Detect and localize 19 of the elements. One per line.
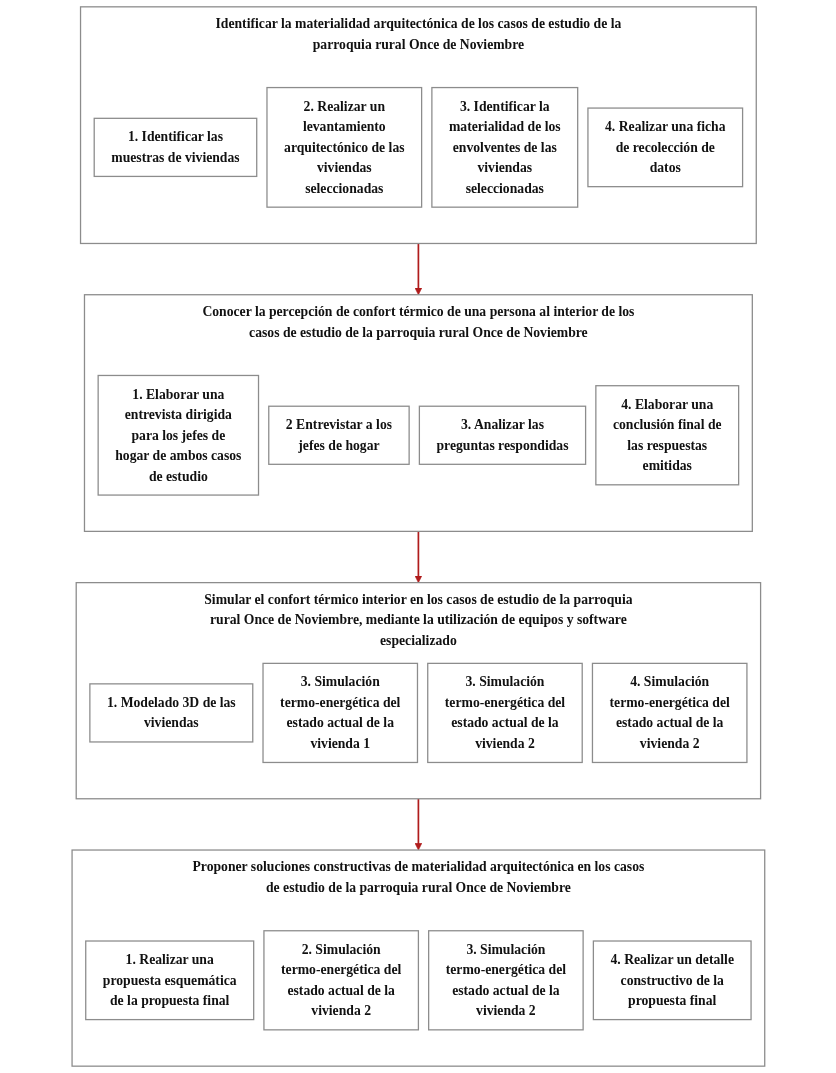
node-box: 3. Analizar las preguntas respondidas [418,405,586,465]
node-box: 1. Modelado 3D de las viviendas [88,683,253,743]
arrow [414,242,422,296]
node-box: 4. Elaborar una conclusión final de las respuestas emitidas [594,385,739,486]
node-box: 3. Simulación termo-energética del estado actual de la vivienda 2 [427,930,584,1031]
arrow [414,530,422,583]
node-box: 4. Simulación termo-energética del estado actual de la vivienda 2 [591,662,748,764]
node-box: 4. Realizar una ficha de recolección de datos [586,107,743,188]
node-box: 1. Elaborar una entrevista dirigida para los jefes de hogar de ambos casos de estudio [97,374,259,496]
node-box: 2. Simulación termo-energética del estado actual de la vivienda 2 [262,930,419,1031]
node-box: 1. Realizar una propuesta esquemática de la propuesta final [84,940,254,1021]
node-box: 2. Realizar un levantamiento arquitectónico de las viviendas seleccionadas [265,86,422,208]
node-box: 4. Realizar un detalle constructivo de la propuesta final [592,940,752,1021]
arrow [414,797,422,851]
node-box: 1. Identificar las muestras de viviendas [93,117,257,178]
node-box: 2 Entrevistar a los jefes de hogar [267,405,410,465]
node-box: 3. Simulación termo-energética del estado actual de la vivienda 2 [426,662,583,764]
node-box: 3. Simulación termo-energética del estado actual de la vivienda 1 [261,662,418,764]
node-box: 3. Identificar la materialidad de los envolventes de las viviendas seleccionadas [430,86,578,208]
